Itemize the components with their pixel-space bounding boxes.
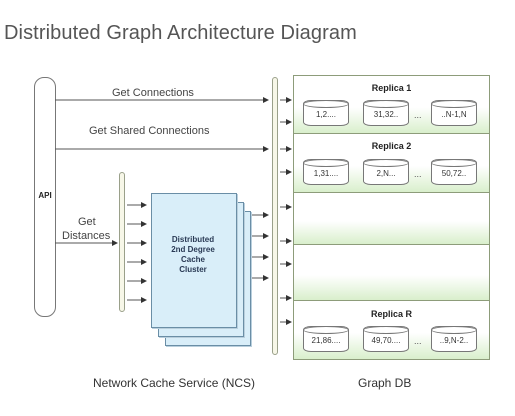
shard-cylinder: 1,2.... bbox=[303, 100, 349, 126]
cache-cluster-label: Distributed 2nd Degree Cache Cluster bbox=[171, 235, 215, 274]
ncs-bus-rail bbox=[119, 172, 125, 312]
replica-row: Replica 2 1,31.... 2,N... ... 50,72.. bbox=[294, 134, 489, 193]
replica-row: Replica R 21,86.... 49,70.... ... ..9,N-… bbox=[294, 301, 489, 359]
shard-cylinder: 50,72.. bbox=[431, 159, 477, 185]
shard-ellipsis: ... bbox=[414, 336, 422, 346]
shard-ellipsis: ... bbox=[414, 169, 422, 179]
diagram-title: Distributed Graph Architecture Diagram bbox=[4, 22, 357, 44]
graphdb-bus-rail bbox=[272, 77, 278, 355]
shard-cylinder: 31,32.. bbox=[363, 100, 409, 126]
api-label: API bbox=[38, 191, 52, 200]
shard-cylinder: ..N-1,N bbox=[431, 100, 477, 126]
shard-cylinder: 1,31.... bbox=[303, 159, 349, 185]
cache-node-card-1 bbox=[151, 193, 237, 328]
shard-cylinder: 49,70.... bbox=[363, 326, 409, 352]
get-connections-label: Get Connections bbox=[112, 87, 194, 99]
graph-db-label: Graph DB bbox=[358, 376, 412, 390]
shard-ellipsis: ... bbox=[414, 110, 422, 120]
get-shared-connections-label: Get Shared Connections bbox=[89, 125, 210, 137]
ncs-label: Network Cache Service (NCS) bbox=[93, 376, 256, 390]
shard-cylinder: ..9,N-2.. bbox=[431, 326, 477, 352]
shard-cylinder: 21,86.... bbox=[303, 326, 349, 352]
api-node: API bbox=[34, 77, 56, 317]
graph-db-panel: Replica 1 1,2.... 31,32.. ... ..N-1,N Re… bbox=[293, 75, 490, 360]
replica-title: Replica R bbox=[370, 309, 412, 319]
replica-row: Replica 1 1,2.... 31,32.. ... ..N-1,N bbox=[294, 76, 489, 134]
shard-cylinder: 2,N... bbox=[363, 159, 409, 185]
replica-row-empty bbox=[294, 245, 489, 301]
get-distances-label-1: Get bbox=[78, 216, 96, 228]
replica-title: Replica 2 bbox=[371, 141, 412, 151]
replica-row-empty bbox=[294, 193, 489, 245]
get-distances-label-2: Distances bbox=[62, 230, 111, 242]
replica-title: Replica 1 bbox=[371, 83, 412, 93]
